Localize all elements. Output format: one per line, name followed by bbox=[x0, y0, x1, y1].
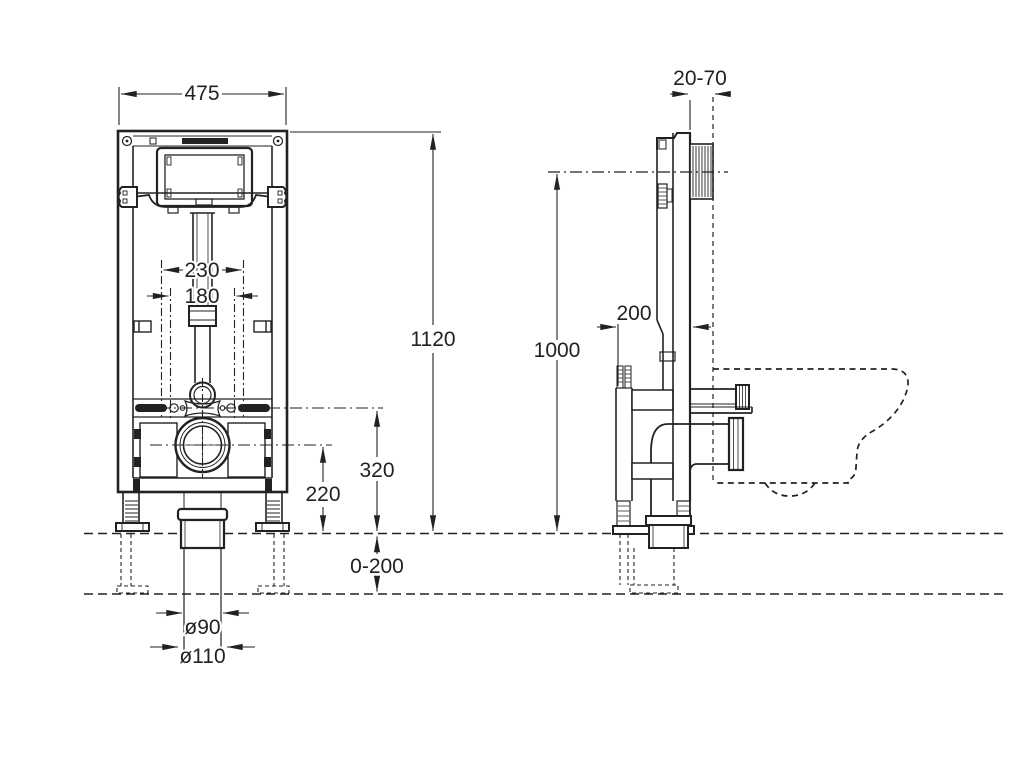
side-below-floor-dashed bbox=[619, 534, 679, 594]
dim-frame-height-label: 1120 bbox=[410, 328, 455, 351]
side-dimensions: 20-70 1000 200 bbox=[532, 65, 731, 532]
dim-floor-adjustment: 0-200 bbox=[348, 536, 406, 592]
side-rear-rail bbox=[615, 365, 633, 501]
side-flush-pipe bbox=[690, 384, 753, 414]
side-front-rail bbox=[656, 132, 692, 501]
dim-outlet-outer-diameter: ø110 bbox=[150, 643, 255, 670]
side-mounting-lugs bbox=[117, 186, 288, 208]
center-lines bbox=[136, 260, 383, 478]
corner-screws bbox=[121, 135, 284, 147]
dim-fixing-spacing-inner: 180 bbox=[147, 283, 258, 310]
foot-extension-dashed bbox=[116, 534, 290, 594]
side-drain-pipe bbox=[650, 416, 745, 516]
dim-frame-width: 475 bbox=[118, 80, 287, 125]
dim-support-height: 1000 bbox=[532, 173, 582, 532]
dim-outlet-axis-height-label: 220 bbox=[305, 483, 340, 506]
dim-support-height-label: 1000 bbox=[534, 339, 581, 362]
fixing-bar bbox=[133, 398, 272, 418]
rail-clips bbox=[133, 320, 272, 333]
dim-wall-finish-range-label: 20-70 bbox=[673, 67, 727, 90]
dim-fixing-spacing-inner-label: 180 bbox=[184, 285, 219, 308]
dim-frame-width-label: 475 bbox=[184, 82, 219, 105]
dim-floor-adjustment-label: 0-200 bbox=[350, 555, 404, 578]
dim-outlet-outer-diameter-label: ø110 bbox=[179, 645, 225, 668]
toilet-pan-outline bbox=[713, 368, 909, 497]
cistern-bottom bbox=[132, 192, 273, 214]
dim-flush-axis-height-label: 320 bbox=[359, 459, 394, 482]
side-feet bbox=[612, 500, 695, 549]
dim-flush-axis-height: 320 bbox=[357, 410, 397, 532]
dim-fixing-spacing-outer: 230 bbox=[163, 257, 242, 284]
dim-outlet-inner-diameter-label: ø90 bbox=[184, 616, 220, 639]
cistern-access-panel bbox=[155, 146, 254, 208]
front-view bbox=[115, 129, 383, 650]
dim-outlet-axis-height: 220 bbox=[303, 446, 343, 532]
side-cross-members bbox=[631, 389, 674, 480]
adjustable-feet bbox=[115, 492, 290, 532]
front-dimensions: 475 1120 230 180 320 bbox=[118, 80, 458, 670]
dim-fixing-spacing-outer-label: 230 bbox=[184, 259, 219, 282]
dim-frame-depth-label: 200 bbox=[616, 302, 651, 325]
dim-frame-depth: 200 bbox=[597, 300, 711, 386]
side-view bbox=[548, 97, 909, 594]
drain-socket bbox=[176, 492, 229, 650]
dim-outlet-inner-diameter: ø90 bbox=[156, 609, 249, 641]
dim-frame-height: 1120 bbox=[290, 131, 458, 532]
dim-wall-finish-range: 20-70 bbox=[670, 65, 731, 130]
